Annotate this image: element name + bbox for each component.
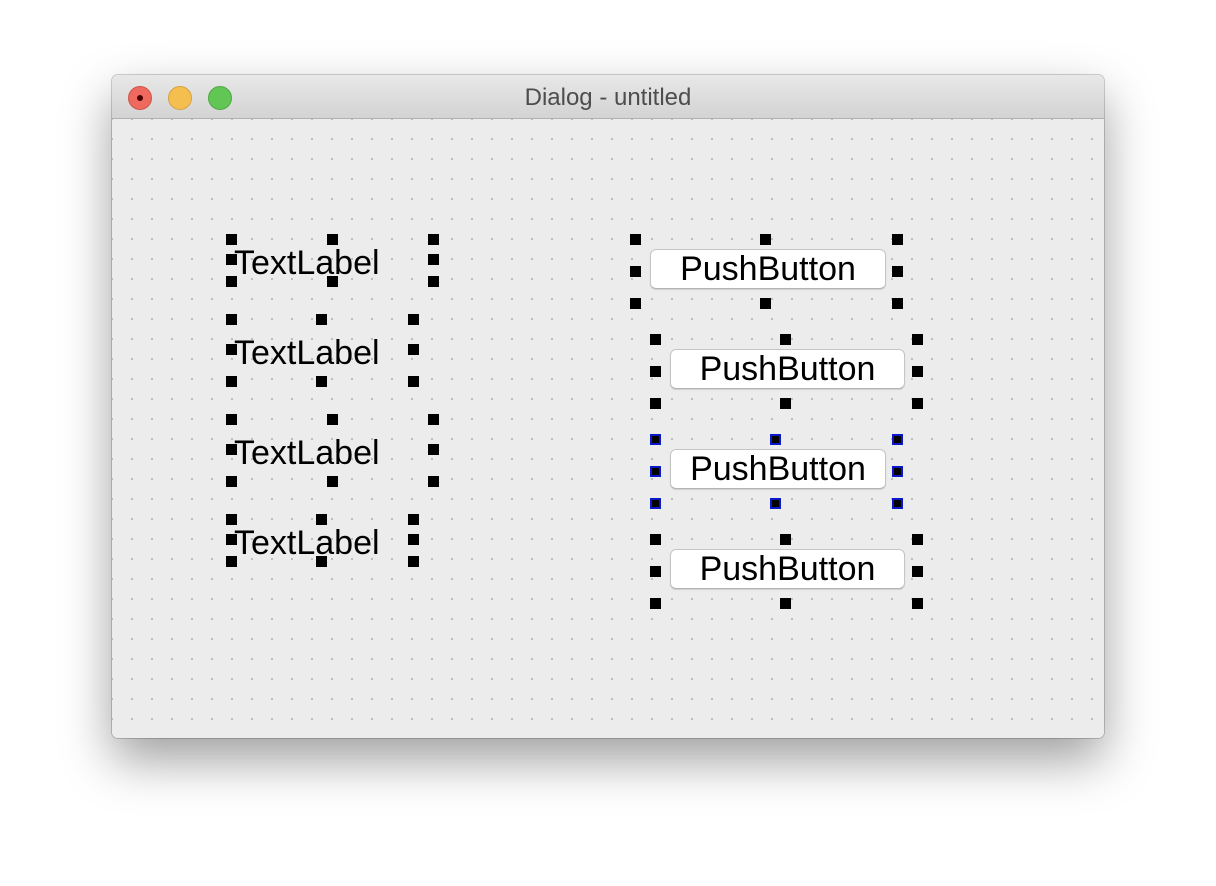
selection-handle[interactable] [892, 434, 903, 445]
selection-handle[interactable] [892, 466, 903, 477]
selection-handle[interactable] [650, 498, 661, 509]
resize-handle[interactable] [630, 266, 641, 277]
resize-handle[interactable] [428, 444, 439, 455]
dialog-window: Dialog - untitled TextLabel TextLabel [112, 75, 1104, 738]
resize-handle[interactable] [226, 534, 237, 545]
resize-handle[interactable] [650, 398, 661, 409]
close-button[interactable] [128, 86, 152, 110]
resize-handle[interactable] [760, 234, 771, 245]
resize-handle[interactable] [316, 314, 327, 325]
resize-handle[interactable] [226, 514, 237, 525]
resize-handle[interactable] [912, 598, 923, 609]
resize-handle[interactable] [408, 514, 419, 525]
resize-handle[interactable] [780, 334, 791, 345]
text-label-4[interactable]: TextLabel [234, 524, 380, 562]
resize-handle[interactable] [226, 414, 237, 425]
text-label-3[interactable]: TextLabel [234, 434, 380, 472]
text-label-2[interactable]: TextLabel [234, 334, 380, 372]
resize-handle[interactable] [226, 556, 237, 567]
resize-handle[interactable] [428, 476, 439, 487]
resize-handle[interactable] [912, 566, 923, 577]
resize-handle[interactable] [316, 376, 327, 387]
close-icon [137, 95, 143, 101]
resize-handle[interactable] [226, 376, 237, 387]
title-bar[interactable]: Dialog - untitled [112, 75, 1104, 119]
resize-handle[interactable] [226, 444, 237, 455]
text-label-1[interactable]: TextLabel [234, 244, 380, 282]
maximize-button[interactable] [208, 86, 232, 110]
resize-handle[interactable] [226, 476, 237, 487]
resize-handle[interactable] [316, 514, 327, 525]
resize-handle[interactable] [408, 376, 419, 387]
resize-handle[interactable] [650, 366, 661, 377]
resize-handle[interactable] [650, 534, 661, 545]
push-button-2[interactable]: PushButton [670, 349, 905, 389]
selection-handle[interactable] [650, 466, 661, 477]
minimize-button[interactable] [168, 86, 192, 110]
resize-handle[interactable] [408, 556, 419, 567]
resize-handle[interactable] [630, 298, 641, 309]
resize-handle[interactable] [630, 234, 641, 245]
resize-handle[interactable] [327, 276, 338, 287]
selection-handle[interactable] [892, 498, 903, 509]
resize-handle[interactable] [912, 534, 923, 545]
selection-handle[interactable] [650, 434, 661, 445]
resize-handle[interactable] [408, 314, 419, 325]
selection-handle[interactable] [770, 498, 781, 509]
resize-handle[interactable] [408, 534, 419, 545]
resize-handle[interactable] [912, 398, 923, 409]
resize-handle[interactable] [226, 276, 237, 287]
resize-handle[interactable] [226, 234, 237, 245]
resize-handle[interactable] [226, 254, 237, 265]
form-canvas[interactable]: TextLabel TextLabel TextLabel [112, 119, 1104, 738]
resize-handle[interactable] [892, 234, 903, 245]
resize-handle[interactable] [226, 344, 237, 355]
resize-handle[interactable] [428, 234, 439, 245]
resize-handle[interactable] [892, 266, 903, 277]
resize-handle[interactable] [327, 234, 338, 245]
resize-handle[interactable] [912, 334, 923, 345]
window-title: Dialog - untitled [524, 84, 692, 111]
resize-handle[interactable] [780, 534, 791, 545]
resize-handle[interactable] [760, 298, 771, 309]
resize-handle[interactable] [316, 556, 327, 567]
resize-handle[interactable] [408, 344, 419, 355]
push-button-1[interactable]: PushButton [650, 249, 886, 289]
resize-handle[interactable] [892, 298, 903, 309]
resize-handle[interactable] [428, 254, 439, 265]
resize-handle[interactable] [650, 598, 661, 609]
selection-handle[interactable] [770, 434, 781, 445]
push-button-3[interactable]: PushButton [670, 449, 886, 489]
resize-handle[interactable] [650, 334, 661, 345]
resize-handle[interactable] [327, 414, 338, 425]
resize-handle[interactable] [327, 476, 338, 487]
resize-handle[interactable] [428, 414, 439, 425]
resize-handle[interactable] [780, 398, 791, 409]
resize-handle[interactable] [780, 598, 791, 609]
push-button-4[interactable]: PushButton [670, 549, 905, 589]
resize-handle[interactable] [912, 366, 923, 377]
resize-handle[interactable] [650, 566, 661, 577]
resize-handle[interactable] [428, 276, 439, 287]
resize-handle[interactable] [226, 314, 237, 325]
